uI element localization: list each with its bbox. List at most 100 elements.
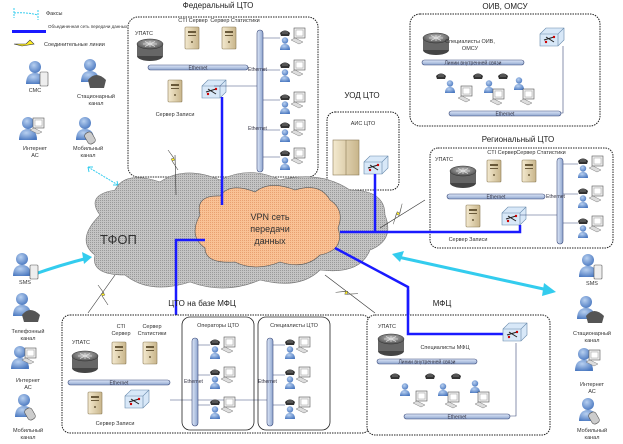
user-label: Интернет [23,146,47,152]
legend: Факсы Объединенная сеть передачи данных … [12,8,128,48]
mfc-ethernet: Ethernet [448,415,468,421]
regional-cto-block: Региональный ЦТО УПАТС CTI Сервер Сервер… [429,135,614,249]
stats-server-icon [521,159,537,183]
user-sms-icon [26,61,49,87]
specialist-workstations [273,337,310,419]
federal-pbx-label: УПАТС [135,31,153,37]
vpn-label-3: данных [254,236,286,246]
regional-ethernet-v: Ethernet [546,194,566,200]
vpn-cloud: VPN сеть передачи данных [194,185,341,268]
blue-line-icon [12,30,46,33]
user-label: АС [588,389,596,395]
user-sms-icon [579,254,603,280]
mfc-phone-bus: Линии внутренней связи [399,359,456,366]
user-label: канал [585,435,600,441]
link-regional-vpn [340,225,522,234]
mfc-cto-ethernet: Ethernet [110,381,130,387]
mfc-cto-cti-label: CTI [117,324,126,330]
mfc-cto-stats-label: Сервер [142,324,161,330]
user-mobile-icon [15,394,36,421]
regional-title: Региональный ЦТО [482,135,555,144]
regional-ethernet-bus: Ethernet [487,195,507,201]
user-sms-icon [13,253,39,280]
lightning-regional-icon [379,199,426,229]
federal-cti-label: CTI Сервер [178,18,207,24]
switch-icon [501,206,527,226]
lightning-icon [13,39,35,47]
cti-server-icon [486,159,502,183]
vpn-label-2: передачи [250,224,289,234]
switch-icon [201,79,227,99]
lightning-federal-icon [167,149,179,196]
legend-label-network: Объединенная сеть передачи данных [48,24,128,29]
specialists-ethernet: Ethernet [258,379,278,385]
left-user-group: SMS Телефонный канал Интернет АС Мобильн… [11,253,44,441]
user-label: СМС [29,88,41,94]
oiv-omsu-block: ОИВ, ОМСУ Специалисты ОИВ, ОМСУ Линии вн… [409,2,601,127]
federal-stats-label: Сервер Статистики [210,18,259,24]
mfc-cto-cti-label-2: Сервер [111,331,130,337]
router-icon [449,165,477,189]
oiv-ethernet: Ethernet [496,112,516,118]
federal-ethernet-v1: Ethernet [248,67,268,73]
user-label: канал [21,336,36,342]
user-mobile-icon [579,398,600,425]
fax-arrow-left [31,252,92,277]
oiv-phone-bus: Линии внутренней связи [445,60,502,67]
user-label: канал [21,435,36,441]
switch-icon [539,27,565,47]
user-label: SMS [19,280,31,286]
mfc-specialists-label: Специалисты МФЦ [420,345,469,351]
regional-record-label: Сервер Записи [449,237,488,243]
cyan-link-icon [13,8,39,20]
federal-ethernet-bus: Ethernet [189,66,209,72]
user-label: Мобильный [73,145,103,152]
oiv-specialists-label-2: ОМСУ [462,46,479,52]
stats-server-icon [221,26,237,50]
legend-label-fax: Факсы [46,11,62,17]
record-server-icon [167,79,183,103]
user-label: Интернет [16,378,40,384]
regional-stats-label: Сервер Статистики [516,150,565,156]
user-internet-icon [19,117,45,140]
mfc-block: МФЦ УПАТС Специалисты МФЦ Линии внутренн… [366,290,551,436]
nod-title: УОД ЦТО [344,91,379,100]
switch-icon [124,389,150,409]
mfc-pbx-label: УПАТС [378,324,396,330]
switch-icon [502,322,528,342]
operators-label: Операторы ЦТО [197,323,240,329]
specialists-cto-label: Специалисты ЦТО [270,323,319,329]
user-label: Стационарный [77,93,115,100]
record-server-icon [465,204,481,228]
user-landline-icon [81,59,106,88]
vpn-label-1: VPN сеть [250,212,289,222]
router-icon [377,333,405,357]
user-landline-icon [13,293,40,322]
router-icon [71,350,99,374]
router-icon [136,38,164,62]
oiv-title: ОИВ, ОМСУ [482,2,528,11]
nod-cto-block: УОД ЦТО АИС ЦТО [326,91,400,191]
regional-workstations [563,156,603,238]
oiv-specialists-label: Специалисты ОИВ, [445,39,495,45]
right-user-group: SMS Стационарный канал Интернет АС Мобил… [573,254,611,441]
user-label: SMS [586,281,598,287]
federal-workstations [263,28,305,170]
user-landline-icon [577,296,604,323]
user-label: Интернет [580,382,604,388]
mfc-cto-stats-label-2: Статистики [138,331,167,337]
federal-cto-title: Федеральный ЦТО [183,1,254,10]
cti-server-icon [184,26,200,50]
user-label: АС [24,385,32,391]
lightning-mfc-icon [324,274,376,314]
operators-ethernet: Ethernet [184,379,204,385]
user-label: Мобильный [577,427,607,434]
user-mobile-icon [76,117,96,145]
fax-arrow-right [392,251,556,296]
ais-server-icon [332,139,360,176]
federal-ethernet-v2: Ethernet [248,126,268,132]
ais-label: АИС ЦТО [351,121,376,127]
user-internet-icon [575,348,601,371]
stats-server-icon [142,341,158,365]
pstn-label: ТФОП [100,232,137,247]
